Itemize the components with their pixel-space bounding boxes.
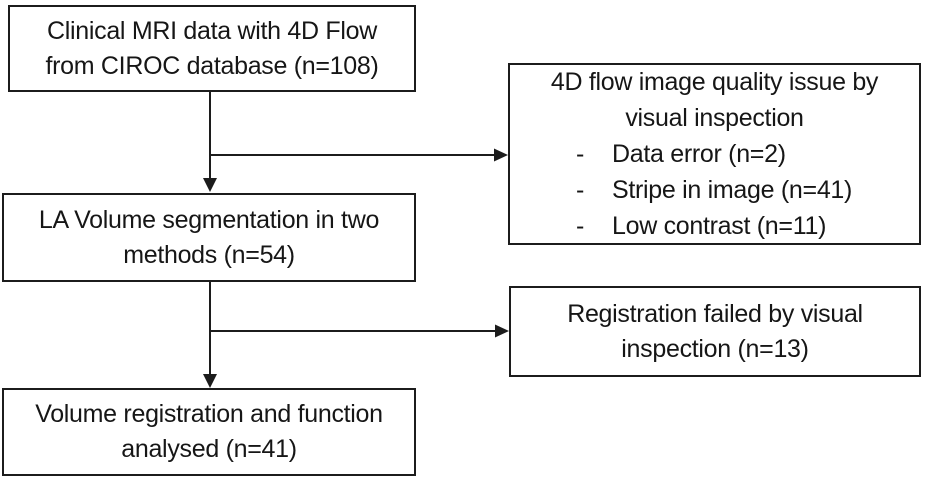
box-segmentation: LA Volume segmentation in two methods (n… — [2, 193, 416, 282]
box-segmentation-line-1: LA Volume segmentation in two — [38, 205, 380, 234]
arrow-down-icon — [203, 178, 217, 192]
box-quality-item-list: - Data error (n=2) - Stripe in image (n=… — [510, 136, 919, 244]
list-item-text: Data error (n=2) — [612, 140, 786, 168]
list-item: - Data error (n=2) — [576, 136, 919, 172]
box-analysed-line-1: Volume registration and function — [35, 400, 383, 428]
box-analysed: Volume registration and function analyse… — [2, 388, 416, 476]
list-item: - Stripe in image (n=41) — [576, 172, 919, 208]
list-item: - Low contrast (n=11) — [576, 208, 919, 244]
arrow-right-icon — [494, 148, 508, 162]
arrow-down-icon — [203, 374, 217, 388]
box-quality-exclusion: 4D flow image quality issue by visual in… — [508, 63, 921, 245]
box-source: Clinical MRI data with 4D Flow from CIRO… — [8, 5, 416, 92]
list-item-text: Stripe in image (n=41) — [612, 176, 853, 204]
box-source-line-2: from CIROC database (n=108) — [45, 51, 379, 80]
box-registration-exclusion-line-2: inspection (n=13) — [621, 334, 809, 363]
box-registration-exclusion: Registration failed by visual inspection… — [509, 286, 921, 377]
arrow-right-icon — [495, 324, 509, 338]
box-segmentation-line-2: methods (n=54) — [123, 240, 295, 269]
bullet-dash: - — [576, 176, 585, 204]
box-registration-exclusion-line-1: Registration failed by visual — [567, 299, 863, 328]
box-source-line-1: Clinical MRI data with 4D Flow — [47, 16, 377, 45]
bullet-dash: - — [576, 140, 585, 168]
box-quality-title-line-2: visual inspection — [625, 104, 804, 132]
bullet-dash: - — [576, 212, 585, 240]
box-analysed-line-2: analysed (n=41) — [121, 435, 297, 463]
list-item-text: Low contrast (n=11) — [612, 212, 827, 240]
box-quality-title-line-1: 4D flow image quality issue by — [550, 68, 879, 96]
